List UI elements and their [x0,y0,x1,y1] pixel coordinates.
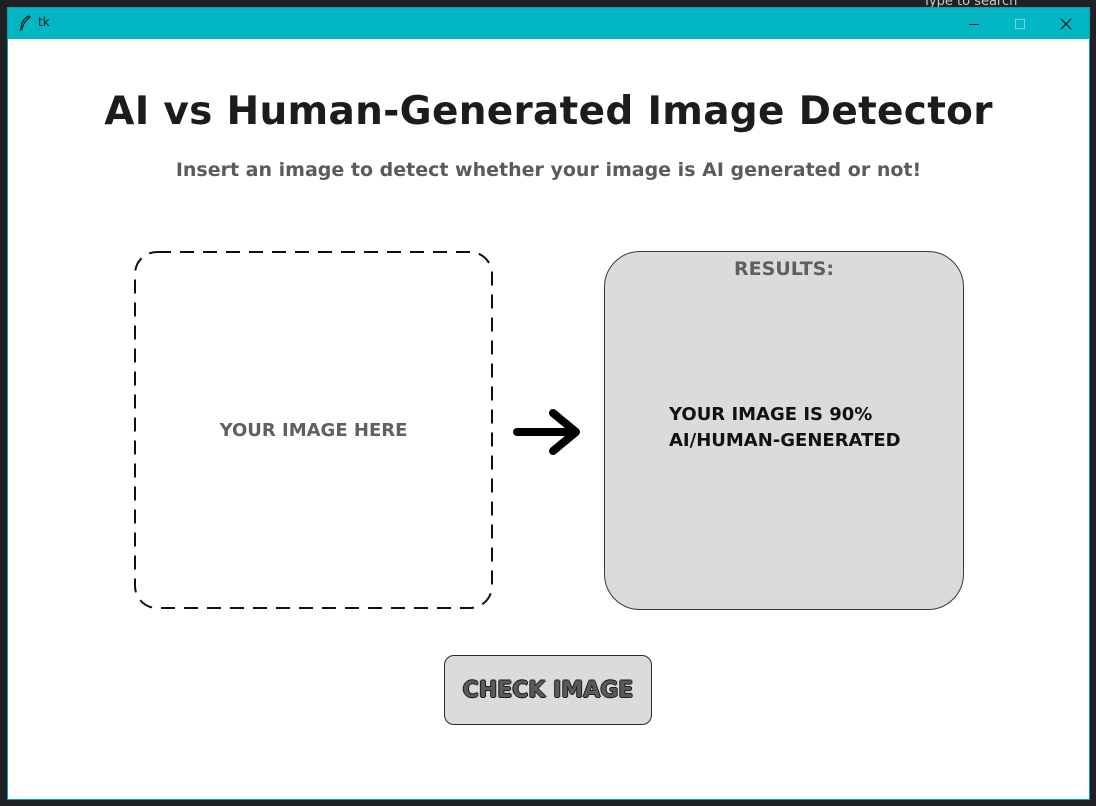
results-heading: RESULTS: [734,258,834,280]
drop-zone-border [134,251,493,609]
window-title: tk [38,15,50,29]
background-search-text: Type to search [923,0,1018,9]
title-bar[interactable]: tk [8,8,1089,39]
results-panel: RESULTS: YOUR IMAGE IS 90% AI/HUMAN-GENE… [604,251,964,610]
result-line-1: YOUR IMAGE IS 90% [669,404,873,425]
close-icon [1060,18,1072,29]
result-text: YOUR IMAGE IS 90% AI/HUMAN-GENERATED [669,402,949,454]
drop-zone-label: YOUR IMAGE HERE [219,419,408,441]
page-title: AI vs Human-Generated Image Detector [104,89,993,134]
feather-icon [19,15,31,31]
maximize-button[interactable] [997,8,1043,39]
maximize-icon [1015,18,1025,29]
app-window: tk AI vs Human-Generated Image Detector … [8,8,1089,799]
close-button[interactable] [1043,8,1089,39]
arrow-right-icon [513,409,580,455]
minimize-icon [969,23,979,25]
background-search-box: Type to search [905,0,1055,9]
result-line-2: AI/HUMAN-GENERATED [669,430,901,451]
check-image-button[interactable]: CHECK IMAGE [444,655,652,725]
main-content: AI vs Human-Generated Image Detector Ins… [8,39,1089,799]
page-subtitle: Insert an image to detect whether your i… [175,159,922,181]
image-drop-zone[interactable]: YOUR IMAGE HERE [134,251,493,609]
minimize-button[interactable] [951,8,997,39]
